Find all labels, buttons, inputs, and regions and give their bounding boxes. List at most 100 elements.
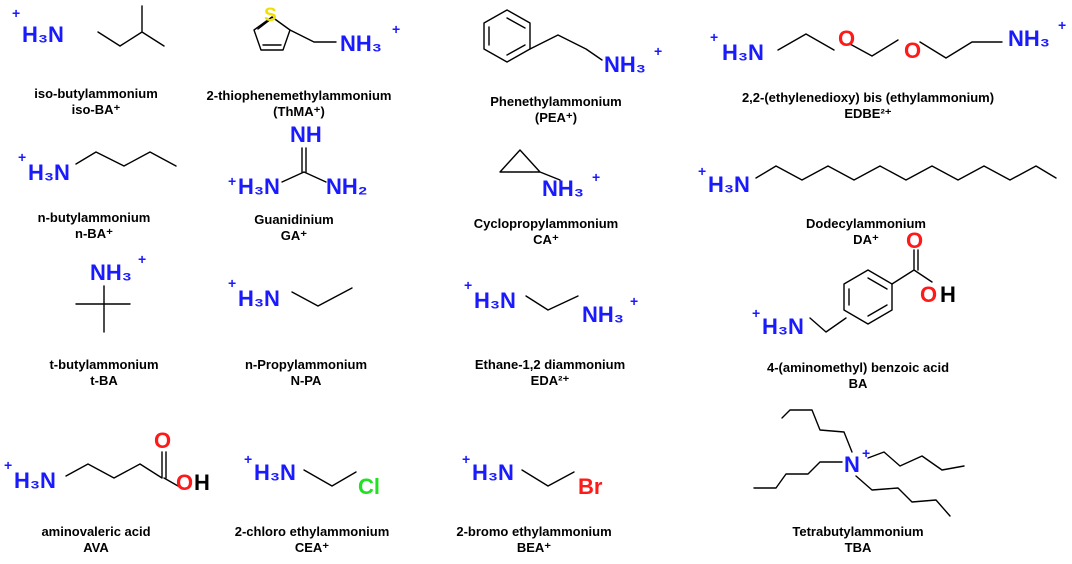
compound-name: iso-butylammonium bbox=[34, 86, 158, 101]
structure-n-butylammonium: + H₃N bbox=[18, 149, 177, 185]
bond-core bbox=[75, 285, 131, 333]
butyl-chain-3 bbox=[867, 451, 965, 471]
structure-bromo-ethylammonium: + H₃N Br bbox=[462, 451, 603, 499]
compound-name: aminovaleric acid bbox=[41, 524, 151, 539]
compound-abbr: BEA⁺ bbox=[516, 540, 552, 555]
charge-plus: + bbox=[228, 173, 236, 189]
structure-aminomethyl-benzoic-acid: + H₃N O O H bbox=[752, 228, 956, 339]
caption-aminovaleric-acid: aminovaleric acid AVA bbox=[41, 524, 150, 556]
structure-dodecylammonium: + H₃N bbox=[698, 163, 1057, 197]
amine-label: H₃N bbox=[28, 160, 70, 185]
caption-n-butylammonium: n-butylammonium n-BA⁺ bbox=[38, 210, 151, 242]
compound-abbr: DA⁺ bbox=[853, 232, 879, 247]
amine-label: H₃N bbox=[22, 22, 64, 47]
structure-phenethylammonium: NH₃ + bbox=[483, 9, 662, 77]
amine-label: H₃N bbox=[238, 286, 280, 311]
hydroxyl-hydrogen: H bbox=[940, 282, 956, 307]
oxygen-atom: O bbox=[906, 228, 923, 253]
imine-label: NH bbox=[290, 122, 322, 147]
carboxyl-bonds bbox=[891, 249, 933, 285]
amine-label: H₃N bbox=[254, 460, 296, 485]
bond-chain bbox=[97, 5, 165, 47]
caption-thiophenemethylammonium: 2-thiophenemethylammonium (ThMA⁺) bbox=[207, 88, 392, 120]
amine-label: H₃N bbox=[472, 460, 514, 485]
charge-plus: + bbox=[244, 451, 252, 467]
compound-abbr: n-BA⁺ bbox=[75, 226, 113, 241]
bond-chain bbox=[65, 451, 179, 487]
caption-tetrabutylammonium: Tetrabutylammonium TBA bbox=[792, 524, 923, 556]
caption-n-propylammonium: n-Propylammonium N-PA bbox=[245, 357, 367, 389]
hydroxyl-oxygen: O bbox=[176, 470, 193, 495]
sulfur-atom: S bbox=[264, 5, 277, 26]
bond-chain bbox=[529, 34, 603, 61]
charge-plus: + bbox=[1058, 17, 1066, 33]
structure-iso-butylammonium: + H₃N bbox=[12, 5, 165, 47]
ammonium-label: NH₃ bbox=[582, 302, 624, 327]
charge-plus: + bbox=[698, 163, 706, 179]
amine-label: H₃N bbox=[762, 314, 804, 339]
compound-name: Guanidinium bbox=[254, 212, 334, 227]
caption-edbe: 2,2-(ethylenedioxy) bis (ethylammonium) … bbox=[742, 90, 994, 122]
caption-guanidinium: Guanidinium GA⁺ bbox=[254, 212, 333, 244]
ammonium-label: NH₃ bbox=[90, 260, 132, 285]
nitrogen-atom: N bbox=[844, 452, 860, 477]
compound-name: Tetrabutylammonium bbox=[792, 524, 924, 539]
bond-chain bbox=[525, 295, 579, 311]
benzene-ring bbox=[483, 9, 531, 63]
charge-plus: + bbox=[228, 275, 236, 291]
ammonium-label: NH₃ bbox=[1008, 26, 1050, 51]
charge-plus: + bbox=[18, 149, 26, 165]
amine-label: H₃N bbox=[14, 468, 56, 493]
caption-dodecylammonium: Dodecylammonium DA⁺ bbox=[806, 216, 926, 248]
compound-abbr: (PEA⁺) bbox=[534, 110, 578, 125]
charge-plus: + bbox=[12, 5, 20, 21]
structure-ethane-diammonium: + H₃N NH₃ + bbox=[464, 277, 638, 327]
hydroxyl-oxygen: O bbox=[920, 282, 937, 307]
compound-abbr: CEA⁺ bbox=[294, 540, 330, 555]
charge-plus: + bbox=[710, 29, 718, 45]
compound-abbr: N-PA bbox=[290, 373, 322, 388]
compound-name: n-butylammonium bbox=[37, 210, 151, 225]
caption-ethane-diammonium: Ethane-1,2 diammonium EDA²⁺ bbox=[475, 357, 625, 389]
compound-name: n-Propylammonium bbox=[244, 357, 368, 372]
benzene-ring bbox=[843, 269, 893, 325]
compound-abbr: BA bbox=[848, 376, 868, 391]
structure-chloro-ethylammonium: + H₃N Cl bbox=[244, 451, 380, 499]
charge-plus: + bbox=[752, 305, 760, 321]
compound-abbr: iso-BA⁺ bbox=[71, 102, 121, 117]
cyclopropane-ring bbox=[499, 149, 561, 181]
structure-edbe: + H₃N O O NH₃ + bbox=[710, 17, 1066, 65]
compound-name: t-butylammonium bbox=[49, 357, 159, 372]
caption-aminomethyl-benzoic-acid: 4-(aminomethyl) benzoic acid BA bbox=[767, 360, 949, 392]
compound-name: 2,2-(ethylenedioxy) bis (ethylammonium) bbox=[741, 90, 995, 105]
compound-abbr: TBA bbox=[844, 540, 872, 555]
bond-chain bbox=[291, 287, 353, 307]
amine-label: H₃N bbox=[708, 172, 750, 197]
caption-bromo-ethylammonium: 2-bromo ethylammonium BEA⁺ bbox=[456, 524, 611, 556]
bond-core bbox=[281, 147, 327, 183]
butyl-chain-4 bbox=[855, 475, 951, 517]
amine-label: H₃N bbox=[474, 288, 516, 313]
compound-name: Dodecylammonium bbox=[806, 216, 926, 231]
compound-name: 2-thiophenemethylammonium bbox=[206, 88, 392, 103]
bromine-atom: Br bbox=[578, 474, 603, 499]
butyl-chain-1 bbox=[781, 409, 853, 453]
charge-plus: + bbox=[630, 293, 638, 309]
caption-iso-butylammonium: iso-butylammonium iso-BA⁺ bbox=[34, 86, 158, 118]
bond-chain bbox=[75, 151, 177, 167]
structure-aminovaleric-acid: + H₃N O O H bbox=[4, 428, 210, 495]
ammonium-label: NH₃ bbox=[604, 52, 646, 77]
charge-plus: + bbox=[862, 445, 870, 461]
bond-chain bbox=[755, 165, 1057, 181]
thiophene-ring bbox=[253, 16, 291, 51]
structure-cyclopropylammonium: NH₃ + bbox=[499, 149, 600, 201]
caption-phenethylammonium: Phenethylammonium (PEA⁺) bbox=[490, 94, 621, 126]
oxygen-atom-2: O bbox=[904, 38, 921, 63]
charge-plus: + bbox=[4, 457, 12, 473]
ammonium-label: NH₃ bbox=[340, 31, 382, 56]
compound-name: 2-bromo ethylammonium bbox=[456, 524, 612, 539]
amine-label: H₃N bbox=[722, 40, 764, 65]
structure-n-propylammonium: + H₃N bbox=[228, 275, 353, 311]
